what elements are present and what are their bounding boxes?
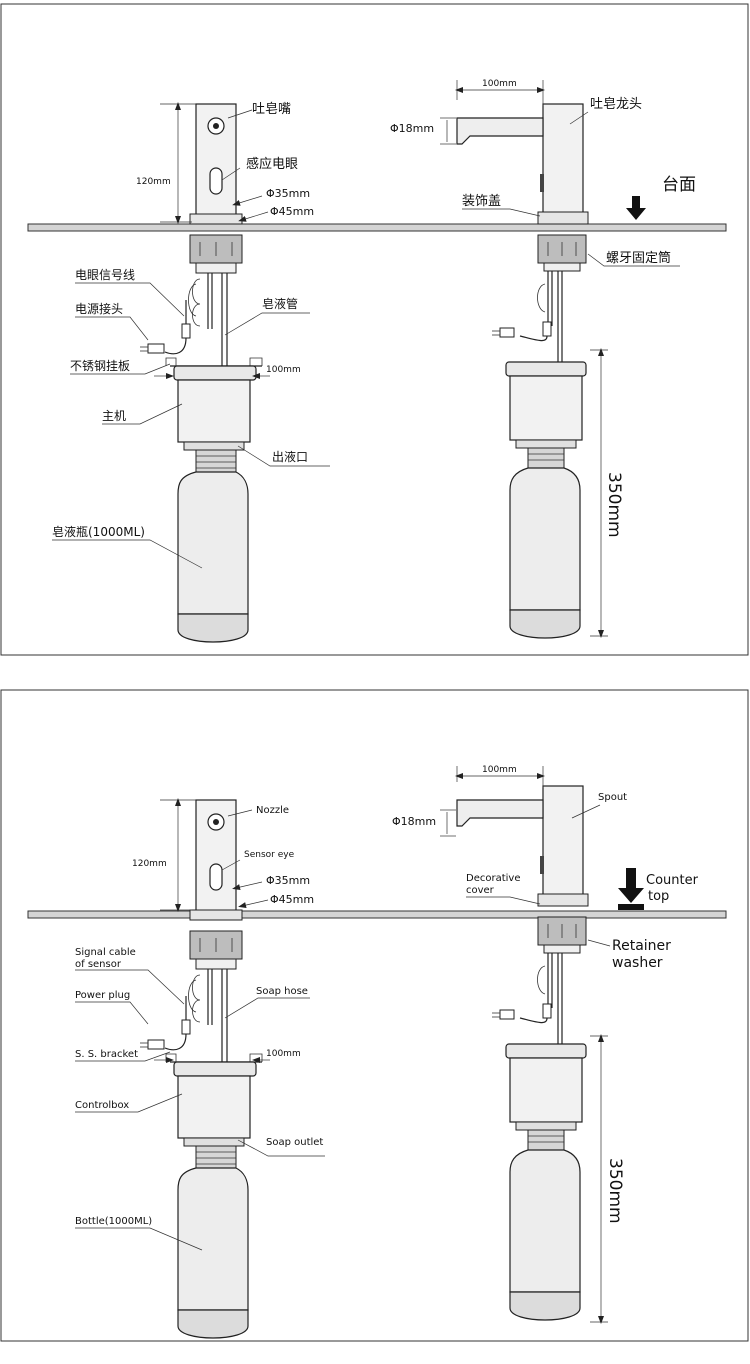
height-label-cn: 120mm — [136, 177, 171, 187]
bottle-label-cn: 皂液瓶(1000ML) — [52, 524, 145, 539]
panel-en-frame — [0, 689, 749, 1342]
nozzle-label-cn: 吐皂嘴 — [252, 102, 291, 117]
bottle-label-en: Bottle(1000ML) — [75, 1216, 152, 1227]
retainer-label-cn: 螺牙固定筒 — [606, 250, 671, 266]
sensor-eye-label-cn: 感应电眼 — [246, 156, 298, 172]
d18-label-cn: Φ18mm — [390, 122, 434, 135]
nozzle-label-en: Nozzle — [256, 805, 289, 816]
d35-label-cn: Φ35mm — [266, 187, 310, 200]
counter-top-en — [27, 910, 727, 919]
signal-cable-label-en-1: Signal cable — [75, 947, 136, 958]
deco-cover-label-en-2: cover — [466, 885, 495, 896]
counter-top-cn — [27, 223, 727, 232]
total-height-label-cn: 350mm — [604, 472, 624, 538]
bracket-label-cn: 不锈钢挂板 — [70, 359, 130, 373]
counter-top-label-en-1: Counter — [646, 873, 699, 888]
d18-label-en: Φ18mm — [392, 815, 436, 828]
controlbox-label-cn: 主机 — [102, 409, 126, 423]
total-height-label-en: 350mm — [605, 1158, 625, 1224]
panel-cn-frame — [0, 3, 749, 656]
height-dimension-cn: 120mm — [136, 102, 196, 224]
spout-label-cn: 吐皂龙头 — [590, 97, 642, 112]
signal-cable-label-en-2: of sensor — [75, 959, 122, 970]
soap-hose-label-en: Soap hose — [256, 986, 308, 997]
bracket-width-label-en: 100mm — [266, 1049, 301, 1059]
spout-label-en: Spout — [598, 792, 627, 803]
bracket-width-label-cn: 100mm — [266, 365, 301, 375]
power-plug-label-cn: 电源接头 — [75, 301, 123, 316]
d35-label-en: Φ35mm — [266, 874, 310, 887]
signal-cable-label-cn: 电眼信号线 — [75, 268, 135, 282]
bracket-label-en: S. S. bracket — [75, 1049, 138, 1060]
counter-top-label-cn: 台面 — [662, 175, 696, 195]
panel-cn: 120mm 吐皂嘴 感应电眼 Φ35mm Φ45mm 电眼信号线 电源接头 皂液… — [0, 3, 749, 656]
controlbox-label-en: Controlbox — [75, 1100, 129, 1111]
height-label-en: 120mm — [132, 859, 167, 869]
retainer-label-en-1: Retainer — [612, 938, 671, 954]
sensor-eye-label-en: Sensor eye — [244, 850, 295, 860]
counter-arrow-base-en — [618, 904, 644, 910]
counter-top-label-en-2: top — [648, 889, 669, 904]
soap-hose-label-cn: 皂液管 — [262, 296, 298, 311]
counter-arrow-en — [618, 868, 644, 903]
soap-outlet-label-en: Soap outlet — [266, 1137, 323, 1148]
spout-length-label-en: 100mm — [482, 765, 517, 775]
deco-cover-label-cn: 装饰盖 — [462, 194, 501, 209]
deco-cover-label-en-1: Decorative — [466, 873, 520, 884]
panel-en: 120mm Nozzle Sensor eye Φ35mm Φ45mm Sign… — [0, 689, 749, 1342]
counter-arrow-cn — [626, 196, 646, 220]
d45-label-en: Φ45mm — [270, 893, 314, 906]
power-plug-label-en: Power plug — [75, 990, 130, 1001]
soap-outlet-label-cn: 出液口 — [272, 449, 308, 464]
retainer-label-en-2: washer — [612, 955, 663, 971]
d45-label-cn: Φ45mm — [270, 205, 314, 218]
height-dimension-en: 120mm — [132, 798, 196, 912]
spout-length-label-cn: 100mm — [482, 79, 517, 89]
